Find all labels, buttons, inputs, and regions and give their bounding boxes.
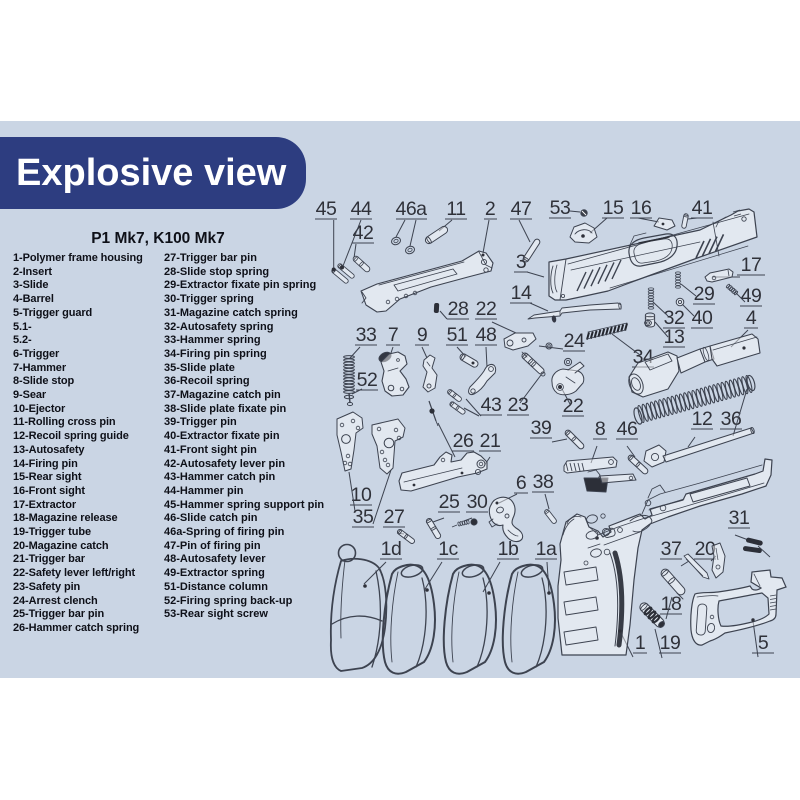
svg-text:4: 4 <box>746 307 757 329</box>
svg-text:49: 49 <box>741 285 762 307</box>
svg-text:47: 47 <box>511 198 532 220</box>
svg-text:1: 1 <box>635 632 645 654</box>
svg-text:33: 33 <box>356 324 377 346</box>
svg-text:27: 27 <box>384 506 405 528</box>
svg-text:23: 23 <box>508 394 529 416</box>
svg-text:39: 39 <box>531 417 552 439</box>
svg-text:21: 21 <box>480 430 501 452</box>
svg-text:6: 6 <box>516 472 526 494</box>
svg-text:30: 30 <box>467 491 488 513</box>
svg-text:35: 35 <box>353 506 374 528</box>
svg-text:43: 43 <box>481 394 502 416</box>
svg-text:16: 16 <box>631 197 652 219</box>
svg-text:52: 52 <box>357 369 378 391</box>
svg-text:25: 25 <box>439 491 460 513</box>
svg-text:53: 53 <box>550 197 571 219</box>
svg-text:3: 3 <box>516 251 526 273</box>
svg-text:9: 9 <box>417 324 427 346</box>
svg-text:18: 18 <box>661 593 682 615</box>
svg-text:1b: 1b <box>498 538 519 560</box>
svg-text:51: 51 <box>447 324 468 346</box>
svg-text:20: 20 <box>695 538 716 560</box>
svg-text:11: 11 <box>446 198 465 220</box>
svg-text:13: 13 <box>664 326 685 348</box>
svg-text:2: 2 <box>485 198 495 220</box>
svg-text:1d: 1d <box>381 538 402 560</box>
svg-text:12: 12 <box>692 408 713 430</box>
svg-text:31: 31 <box>729 507 750 529</box>
svg-text:40: 40 <box>692 307 713 329</box>
svg-text:38: 38 <box>533 471 554 493</box>
svg-text:32: 32 <box>664 307 685 329</box>
svg-text:1c: 1c <box>438 538 458 560</box>
svg-text:41: 41 <box>692 197 713 219</box>
svg-text:22: 22 <box>476 298 497 320</box>
svg-text:19: 19 <box>660 632 681 654</box>
svg-text:29: 29 <box>694 283 715 305</box>
svg-text:17: 17 <box>741 254 762 276</box>
svg-text:14: 14 <box>511 282 532 304</box>
svg-text:1a: 1a <box>536 538 557 560</box>
svg-text:10: 10 <box>351 484 372 506</box>
svg-text:46: 46 <box>617 418 638 440</box>
svg-text:7: 7 <box>388 324 398 346</box>
svg-text:46a: 46a <box>395 198 427 220</box>
svg-text:26: 26 <box>453 430 474 452</box>
svg-text:28: 28 <box>448 298 469 320</box>
svg-text:44: 44 <box>351 198 372 220</box>
svg-text:37: 37 <box>661 538 682 560</box>
svg-text:15: 15 <box>603 197 624 219</box>
svg-text:45: 45 <box>316 198 337 220</box>
svg-text:48: 48 <box>476 324 497 346</box>
svg-text:22: 22 <box>563 395 584 417</box>
svg-text:5: 5 <box>758 632 769 654</box>
svg-text:24: 24 <box>564 330 585 352</box>
svg-text:8: 8 <box>595 418 605 440</box>
